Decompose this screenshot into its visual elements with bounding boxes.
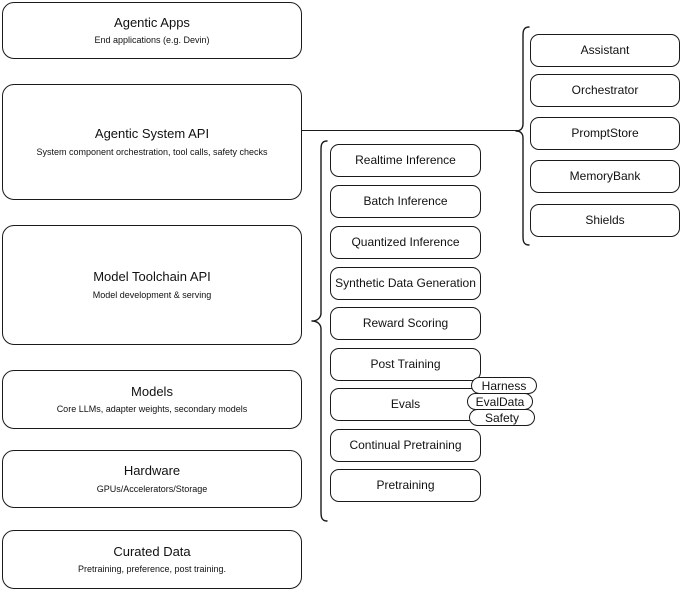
layer-box-curated-data[interactable]: Curated Data Pretraining, preference, po… [2,530,302,589]
toolchain-box-reward-scoring[interactable]: Reward Scoring [330,307,481,340]
layer-title: Models [131,383,173,399]
toolchain-label: Pretraining [376,478,435,492]
toolchain-label: Post Training [370,357,441,371]
toolchain-label: Quantized Inference [351,235,460,249]
toolchain-box-continual-pretraining[interactable]: Continual Pretraining [330,429,481,462]
system-label: Assistant [580,43,630,57]
toolchain-label: Continual Pretraining [349,438,462,452]
layer-title: Agentic System API [94,126,210,142]
system-box-shields[interactable]: Shields [530,204,680,237]
toolchain-box-evals[interactable]: Evals [330,388,481,421]
system-label: PromptStore [571,126,639,140]
evals-pill-evaldata[interactable]: EvalData [467,393,533,410]
evals-pill-harness[interactable]: Harness [471,377,537,394]
toolchain-label: Realtime Inference [355,153,456,167]
layer-title: Hardware [123,463,181,479]
system-label: MemoryBank [569,169,641,183]
brace-toolchain-components [308,140,328,522]
system-box-memorybank[interactable]: MemoryBank [530,160,680,193]
toolchain-label: Evals [390,397,421,411]
layer-title: Curated Data [113,543,191,559]
system-box-promptstore[interactable]: PromptStore [530,117,680,150]
brace-system-components [512,26,530,246]
layer-box-agentic-apps[interactable]: Agentic Apps End applications (e.g. Devi… [2,2,302,59]
layer-box-agentic-system-api[interactable]: Agentic System API System component orch… [2,84,302,200]
layer-subtitle: Model development & serving [92,289,212,300]
toolchain-label: Synthetic Data Generation [335,276,476,290]
toolchain-box-quantized-inference[interactable]: Quantized Inference [330,226,481,259]
layer-subtitle: System component orchestration, tool cal… [36,146,268,157]
layer-subtitle: End applications (e.g. Devin) [94,35,210,45]
toolchain-label: Batch Inference [363,194,448,208]
connector-system-api-to-components [302,130,518,132]
layer-title: Agentic Apps [114,14,190,30]
toolchain-box-pretraining[interactable]: Pretraining [330,469,481,502]
toolchain-box-synthetic-data-generation[interactable]: Synthetic Data Generation [330,267,481,300]
system-label: Orchestrator [571,83,639,97]
toolchain-box-realtime-inference[interactable]: Realtime Inference [330,144,481,177]
system-label: Shields [585,213,625,227]
toolchain-box-post-training[interactable]: Post Training [330,348,481,381]
layer-title: Model Toolchain API [93,269,211,285]
layer-box-models[interactable]: Models Core LLMs, adapter weights, secon… [2,370,302,429]
layer-subtitle: Core LLMs, adapter weights, secondary mo… [56,404,248,414]
toolchain-label: Reward Scoring [362,316,449,330]
layer-subtitle: GPUs/Accelerators/Storage [96,483,208,494]
layer-box-hardware[interactable]: Hardware GPUs/Accelerators/Storage [2,450,302,508]
layer-box-model-toolchain-api[interactable]: Model Toolchain API Model development & … [2,225,302,345]
toolchain-box-batch-inference[interactable]: Batch Inference [330,185,481,218]
evals-pill-safety[interactable]: Safety [469,409,535,426]
layer-subtitle: Pretraining, preference, post training. [77,564,227,574]
system-box-orchestrator[interactable]: Orchestrator [530,74,680,107]
system-box-assistant[interactable]: Assistant [530,34,680,67]
